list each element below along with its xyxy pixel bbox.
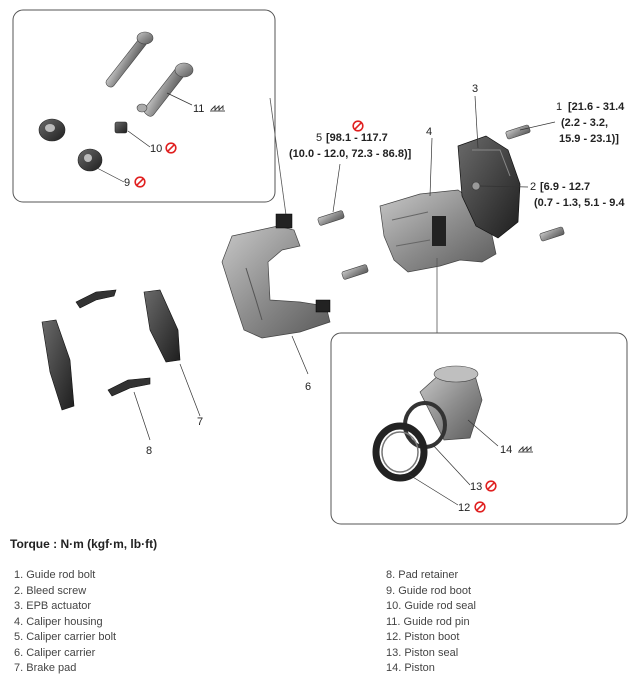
callout-6: 6 — [305, 381, 311, 393]
callout-8: 8 — [146, 445, 152, 457]
torque-units-title: Torque : N·m (kgf·m, lb·ft) — [10, 537, 158, 551]
guide-rod-bolt-part-lower — [539, 226, 565, 242]
no-reuse-icon-10 — [165, 142, 177, 154]
callout-5-torque-line1: [98.1 - 117.7 — [326, 132, 388, 144]
callout-2: 2 — [530, 181, 536, 193]
caliper-carrier-bolt-part-b — [341, 264, 369, 280]
legend-item: 12. Piston boot — [386, 631, 460, 643]
guide-rod-bolt-part-right — [505, 124, 531, 140]
pad-retainer-part-upper — [75, 289, 117, 309]
grease-icon-14 — [518, 446, 534, 453]
callout-1-torque-line3: 15.9 - 23.1)] — [559, 133, 619, 145]
pad-retainer-part — [107, 377, 151, 397]
guide-rod-detail-panel — [12, 9, 276, 203]
legend-item: 7. Brake pad — [14, 662, 77, 674]
legend-item: 9. Guide rod boot — [386, 584, 472, 597]
caliper-carrier-part — [221, 213, 331, 339]
callout-4: 4 — [426, 126, 432, 138]
brake-pad-part — [143, 289, 181, 363]
legend-item: 13. Piston seal — [386, 646, 459, 659]
guide-rod-pin-part — [136, 62, 194, 117]
no-reuse-icon-12 — [474, 501, 486, 513]
piston-boot-part — [372, 422, 428, 482]
callout-3: 3 — [472, 83, 478, 95]
legend-item: 14. Piston — [386, 662, 435, 674]
callout-13: 13 — [470, 481, 482, 493]
callout-2-torque-line1: [6.9 - 12.7 — [540, 181, 590, 193]
legend-item: 8. Pad retainer — [386, 569, 459, 581]
callout-5: 5 — [316, 132, 322, 144]
guide-rod-boot-part-a — [38, 118, 66, 142]
callout-1-torque-line1: [21.6 - 31.4 — [568, 101, 625, 113]
callout-12: 12 — [458, 502, 470, 514]
parts-legend-right: 8. Pad retainer 9. Guide rod boot 10. Gu… — [386, 568, 476, 677]
guide-rod-seal-part — [114, 121, 128, 134]
grease-icon-11 — [210, 105, 226, 112]
no-reuse-icon-13 — [485, 480, 497, 492]
brake-pad-part-outer — [41, 319, 75, 411]
legend-item: 1. Guide rod bolt — [14, 569, 96, 581]
bleed-screw-part — [471, 181, 481, 191]
parts-legend-left: 1. Guide rod bolt 2. Bleed screw 3. EPB … — [14, 568, 116, 677]
callout-11: 11 — [193, 103, 204, 115]
no-reuse-icon-9 — [134, 176, 146, 188]
legend-item: 11. Guide rod pin — [386, 615, 470, 628]
epb-actuator-part — [457, 135, 521, 239]
legend-item: 5. Caliper carrier bolt — [14, 631, 117, 643]
legend-item: 4. Caliper housing — [14, 615, 103, 628]
caliper-housing-part — [379, 189, 497, 273]
legend-item: 10. Guide rod seal — [386, 600, 476, 612]
callout-10: 10 — [150, 143, 162, 155]
legend-item: 2. Bleed screw — [14, 584, 87, 597]
legend-item: 6. Caliper carrier — [14, 646, 96, 659]
legend-item: 3. EPB actuator — [14, 600, 92, 612]
guide-rod-boot-part-b — [77, 148, 103, 172]
callout-1: 1 — [556, 101, 562, 113]
no-reuse-icon-5 — [352, 120, 364, 132]
callout-5-torque-line2: (10.0 - 12.0, 72.3 - 86.8)] — [289, 148, 412, 160]
piston-detail-panel — [330, 332, 628, 525]
callout-2-torque-line2: (0.7 - 1.3, 5.1 - 9.4 — [534, 197, 625, 209]
guide-rod-bolt-part — [105, 31, 154, 88]
callout-14: 14 — [500, 444, 512, 456]
callout-7: 7 — [197, 416, 203, 428]
callout-1-torque-line2: (2.2 - 3.2, — [561, 117, 608, 129]
exploded-brake-caliper-diagram: 3 1 [21.6 - 31.4 (2.2 - 3.2, 15.9 - 23.1… — [12, 9, 628, 525]
guide-rod-panel-leader — [269, 97, 287, 216]
caliper-carrier-bolt-part-a — [317, 210, 345, 226]
callout-9: 9 — [124, 177, 130, 189]
piston-part — [419, 365, 483, 441]
